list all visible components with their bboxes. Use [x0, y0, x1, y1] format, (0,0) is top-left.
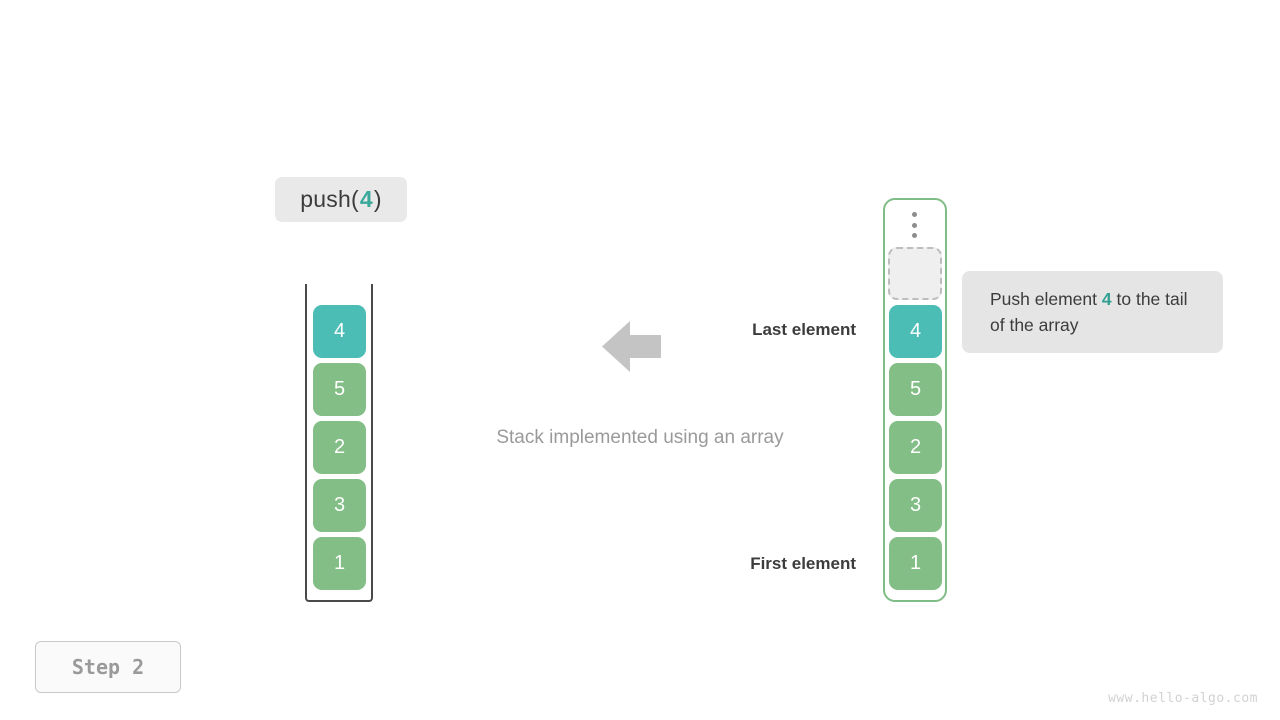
step-badge: Step 2 — [35, 641, 181, 693]
stack-cell-list: 4 5 2 3 1 — [313, 305, 366, 590]
vertical-ellipsis-icon — [908, 212, 920, 238]
array-cell: 4 — [889, 305, 942, 358]
diagram-caption: Stack implemented using an array — [496, 427, 784, 448]
array-cell: 5 — [889, 363, 942, 416]
array-container-frame — [883, 198, 947, 602]
operation-value: 4 — [359, 186, 373, 212]
last-element-label: Last element — [752, 320, 856, 339]
stack-cell: 3 — [313, 479, 366, 532]
array-cell: 2 — [889, 421, 942, 474]
callout-text-before: Push element — [990, 289, 1098, 309]
stack-container-frame — [305, 284, 373, 602]
array-cell: 1 — [889, 537, 942, 590]
watermark: www.hello-algo.com — [1108, 691, 1258, 706]
arrow-left-icon — [602, 321, 661, 372]
operation-prefix: push( — [300, 186, 359, 212]
operation-badge: push(4) — [275, 177, 407, 222]
stack-cell: 5 — [313, 363, 366, 416]
callout-highlight-value: 4 — [1101, 289, 1112, 309]
stack-cell: 4 — [313, 305, 366, 358]
stack-cell: 2 — [313, 421, 366, 474]
stack-cell: 1 — [313, 537, 366, 590]
array-cell-list: 4 5 2 3 1 — [889, 305, 942, 590]
callout-text: Push element 4 to the tail of the array — [990, 286, 1195, 338]
callout-box: Push element 4 to the tail of the array — [962, 271, 1223, 353]
array-empty-slot — [888, 247, 942, 300]
array-cell: 3 — [889, 479, 942, 532]
operation-suffix: ) — [373, 186, 382, 212]
first-element-label: First element — [750, 554, 856, 573]
callout-text-after: to the tail of the array — [990, 289, 1188, 335]
